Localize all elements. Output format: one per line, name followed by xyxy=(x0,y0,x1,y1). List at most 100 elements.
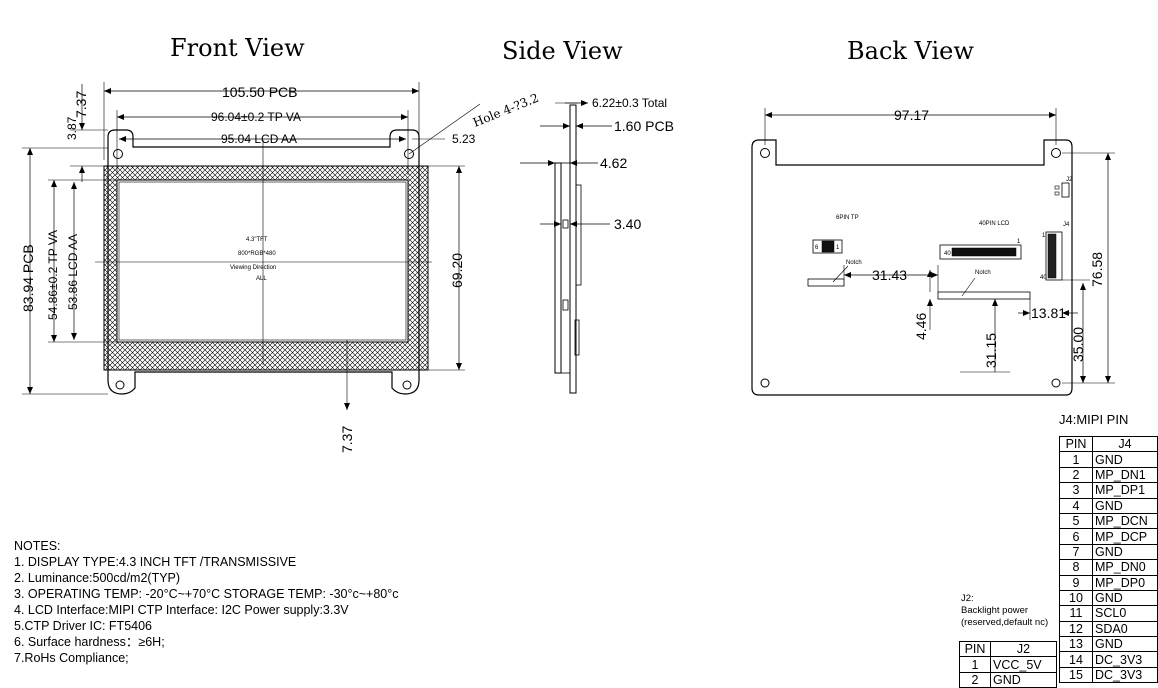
j2-connector-label: J2 xyxy=(1066,177,1073,183)
pin-number-cell: 7 xyxy=(1059,543,1093,561)
dim-pcb-height: 83.94 PCB xyxy=(20,244,36,312)
pin-number-cell: 10 xyxy=(1059,589,1093,607)
j4-table-title: J4:MIPI PIN xyxy=(1059,412,1129,427)
dim-340: 3.40 xyxy=(614,216,641,232)
signal-cell: MP_DN1 xyxy=(1092,466,1158,484)
signal-cell: SCL0 xyxy=(1092,605,1158,622)
pin-number-cell: 12 xyxy=(1059,620,1093,638)
panel-label-resolution: 800*RGB*480 xyxy=(238,251,276,257)
signal-cell: GND xyxy=(1092,589,1158,607)
side-view xyxy=(520,100,612,394)
pin-number-cell: 5 xyxy=(1059,512,1093,530)
signal-cell: GND xyxy=(1092,543,1158,561)
back-view xyxy=(751,108,1115,396)
j4-connector-label: J4 xyxy=(1063,222,1070,228)
note-line: 4. LCD Interface:MIPI CTP Interface: I2C… xyxy=(14,603,349,617)
panel-label-viewing: Viewing Direction xyxy=(230,265,276,271)
dim-lcd-aa-height: 53.86 LCD AA xyxy=(66,234,80,310)
panel-label-all: ALL xyxy=(256,276,267,282)
dim-3115: 31.15 xyxy=(983,333,999,368)
signal-cell: VCC_5V xyxy=(990,656,1057,673)
dim-462: 4.62 xyxy=(600,155,627,171)
header-pin: PIN xyxy=(1059,435,1093,453)
signal-cell: GND xyxy=(1092,497,1158,514)
pin-number-cell: 9 xyxy=(1059,574,1093,591)
j2-note-line: Backlight power xyxy=(961,605,1029,616)
pin-number-cell: 11 xyxy=(1059,605,1093,622)
dim-tp-va-height: 54.86±0.2 TP VA xyxy=(46,230,60,320)
back-dimension-labels: 97.17 76.58 31.43 4.46 31.15 13.81 35.00… xyxy=(815,107,1105,368)
dim-tp-va-width: 96.04±0.2 TP VA xyxy=(211,110,301,124)
pin-number-cell: 2 xyxy=(959,671,991,688)
signal-cell: MP_DN0 xyxy=(1092,559,1158,576)
dim-lcd-aa-width: 95.04 LCD AA xyxy=(221,132,297,146)
pin-number-cell: 6 xyxy=(1059,528,1093,545)
notes-heading: NOTES: xyxy=(14,539,61,553)
signal-cell: DC_3V3 xyxy=(1092,666,1158,684)
note-line: 1. DISPLAY TYPE:4.3 INCH TFT /TRANSMISSI… xyxy=(14,555,297,569)
dim-3500: 35.00 xyxy=(1070,327,1086,362)
signal-cell: MP_DP0 xyxy=(1092,574,1158,591)
dim-1381: 13.81 xyxy=(1031,305,1066,321)
tp-connector-label: 6PIN TP xyxy=(836,215,859,221)
dim-7658: 76.58 xyxy=(1089,252,1105,287)
lcd-pin1-label: 1 xyxy=(1017,239,1021,245)
pin-number-cell: 4 xyxy=(1059,497,1093,514)
signal-cell: SDA0 xyxy=(1092,620,1158,638)
j2-note-line: (reserved,default nc) xyxy=(961,617,1049,628)
dim-total-thickness: 6.22±0.3 Total xyxy=(592,96,667,110)
table-header-row: PIN J2 xyxy=(959,640,1057,658)
signal-cell: MP_DP1 xyxy=(1092,482,1158,499)
dim-446: 4.46 xyxy=(913,313,929,340)
hole-label: Hole 4-?3.2 xyxy=(471,91,541,130)
signal-cell: DC_3V3 xyxy=(1092,651,1158,668)
note-line: 5.CTP Driver IC: FT5406 xyxy=(14,619,153,633)
signal-cell: GND xyxy=(1092,451,1158,468)
header-j2: J2 xyxy=(990,640,1057,658)
pin-number-cell: 8 xyxy=(1059,559,1093,576)
dim-pcb-width: 105.50 PCB xyxy=(222,84,298,100)
side-dimension-labels: 6.22±0.3 Total 1.60 PCB 4.62 3.40 xyxy=(592,96,674,232)
side-view-title: Side View xyxy=(502,37,623,65)
signal-cell: GND xyxy=(1092,636,1158,653)
front-view xyxy=(22,82,481,410)
note-line: 7.RoHs Compliance; xyxy=(14,651,129,665)
pin-number-cell: 3 xyxy=(1059,482,1093,499)
table-header-row: PIN J4 xyxy=(1059,435,1158,453)
notch-label-1: Notch xyxy=(846,260,862,266)
dim-387: 3.87 xyxy=(65,116,79,140)
pin-number-cell: 15 xyxy=(1059,666,1093,684)
dim-737-top: 7.37 xyxy=(73,91,89,118)
notch-label-2: Notch xyxy=(975,270,991,276)
pin-number-cell: 14 xyxy=(1059,651,1093,668)
dim-3143: 31.43 xyxy=(872,267,907,283)
lcd-pin40-label: 40 xyxy=(944,251,951,257)
header-j4: J4 xyxy=(1092,435,1158,453)
back-view-title: Back View xyxy=(847,37,974,65)
note-line: 3. OPERATING TEMP: -20°C~+70°C STORAGE T… xyxy=(14,587,399,601)
tp-pin1-label: 1 xyxy=(836,245,840,251)
front-view-title: Front View xyxy=(170,34,305,62)
dim-pcb-thickness: 1.60 PCB xyxy=(614,118,674,134)
j2-note-line: J2: xyxy=(961,593,974,604)
pin-number-cell: 2 xyxy=(1059,466,1093,484)
j4-pin40-label: 40 xyxy=(1040,275,1047,281)
signal-cell: MP_DCP xyxy=(1092,528,1158,545)
